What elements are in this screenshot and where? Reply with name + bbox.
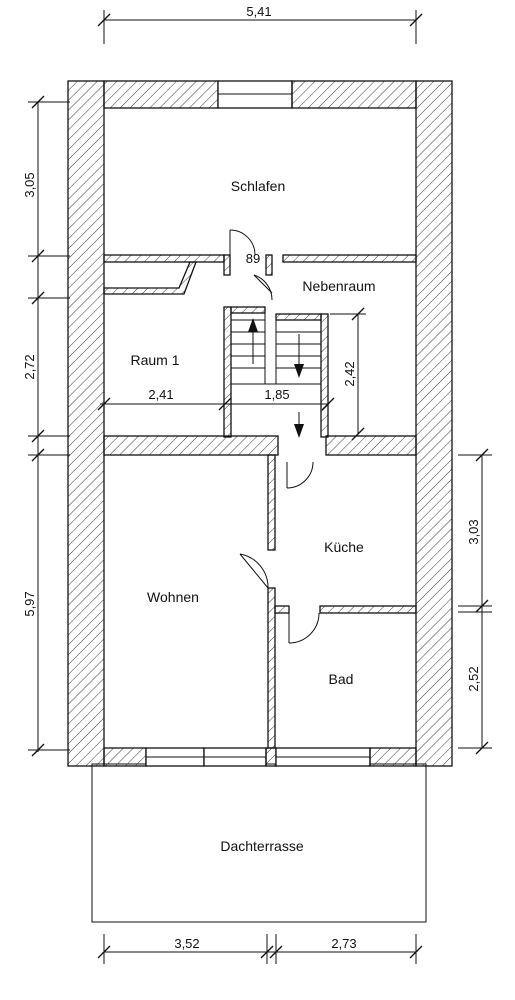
dim-stair-depth: 2,42 — [342, 361, 357, 386]
room-label-kueche: Küche — [324, 539, 364, 555]
interior-walls — [103, 254, 417, 749]
doors — [229, 229, 320, 644]
room-label-raum1: Raum 1 — [130, 352, 179, 368]
dim-raum1-width: 2,41 — [148, 387, 173, 402]
room-label-schlafen: Schlafen — [231, 178, 285, 194]
dim-bottom-left: 3,52 — [174, 936, 199, 951]
room-label-nebenraum: Nebenraum — [302, 278, 375, 294]
dim-left-wohnen: 5,97 — [22, 591, 37, 616]
dim-top-width: 5,41 — [246, 4, 271, 19]
dim-left-schlafen: 3,05 — [22, 172, 37, 197]
dim-stair-width: 1,85 — [264, 387, 289, 402]
room-label-bad: Bad — [329, 671, 354, 687]
room-label-dachterrasse: Dachterrasse — [220, 838, 303, 854]
dim-right-bad: 2,52 — [466, 666, 481, 691]
dim-door-width: 89 — [246, 251, 260, 266]
room-label-wohnen: Wohnen — [147, 589, 199, 605]
dim-left-raum1: 2,72 — [22, 354, 37, 379]
exterior-walls — [67, 80, 453, 767]
dim-right-kueche: 3,03 — [466, 519, 481, 544]
dim-bottom-right: 2,73 — [331, 936, 356, 951]
staircase — [231, 313, 321, 438]
